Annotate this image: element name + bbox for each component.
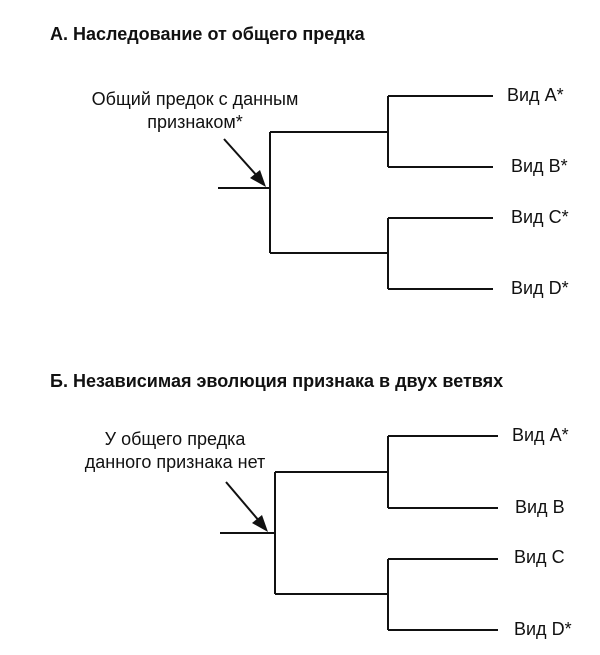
leaf-label-b: Вид В bbox=[515, 497, 565, 517]
panel-a-ancestor-note: Общий предок с данным признаком* bbox=[65, 88, 325, 134]
arrowhead bbox=[252, 515, 268, 532]
panel-a-arrow bbox=[223, 138, 266, 187]
arrowhead bbox=[250, 170, 266, 187]
panel-b-note-line-2: данного признака нет bbox=[84, 452, 266, 472]
panel-b-title: Б. Независимая эволюция признака в двух … bbox=[50, 371, 504, 391]
panel-b-ancestor-note: У общего предка данного признака нет bbox=[60, 428, 290, 474]
leaf-label-b: Вид В* bbox=[511, 156, 568, 176]
panel-b-tree bbox=[220, 435, 498, 631]
panel-b-branches bbox=[220, 435, 498, 631]
panel-a-note-line-1: Общий предок с данным bbox=[91, 89, 299, 109]
panel-a-branches bbox=[218, 95, 493, 290]
panel-b-note-line-1: У общего предка bbox=[104, 429, 246, 449]
panel-a: А. Наследование от общего предка Общий п… bbox=[50, 24, 569, 298]
leaf-label-d: Вид D* bbox=[514, 619, 572, 639]
leaf-label-a: Вид А* bbox=[512, 425, 569, 445]
panel-a-note-line-2: признаком* bbox=[147, 112, 243, 132]
leaf-label-c: Вид С bbox=[514, 547, 565, 567]
leaf-label-a: Вид А* bbox=[507, 85, 564, 105]
panel-a-title: А. Наследование от общего предка bbox=[50, 24, 365, 44]
panel-b-arrow bbox=[225, 481, 268, 532]
panel-a-tree bbox=[218, 95, 493, 290]
leaf-label-c: Вид С* bbox=[511, 207, 569, 227]
panel-b: Б. Независимая эволюция признака в двух … bbox=[0, 340, 600, 655]
leaf-label-d: Вид D* bbox=[511, 278, 569, 298]
